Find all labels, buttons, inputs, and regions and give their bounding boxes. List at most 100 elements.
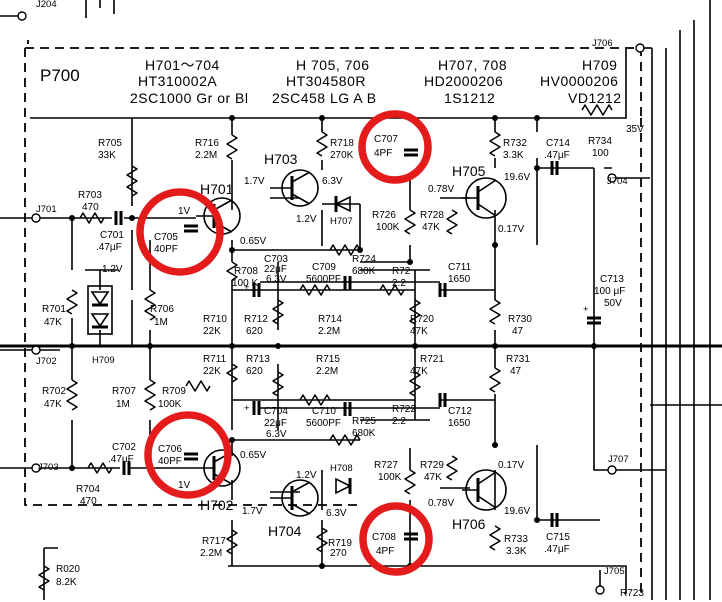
val-R715: 2.2M xyxy=(316,366,338,377)
ref-C702: C702 xyxy=(112,442,136,453)
ref-R726: R726 xyxy=(372,210,396,221)
ref-R720-partial: R720 xyxy=(410,314,434,325)
resistor-R730 xyxy=(489,299,501,325)
label-J704: J704 xyxy=(607,176,628,187)
label-J204: J204 xyxy=(36,0,57,10)
val-R719-partial: 270 xyxy=(330,548,347,559)
val-C707: 4PF xyxy=(374,148,392,159)
val-C713: 100 μF xyxy=(594,286,625,297)
ref-C713: C713 xyxy=(600,274,624,285)
connector-symbols xyxy=(17,11,645,595)
resistor-R720 xyxy=(409,299,421,325)
val-R718: 270K xyxy=(330,150,354,161)
resistor-R733 xyxy=(489,525,501,551)
val-R721-partial: 47K xyxy=(410,366,428,377)
val-R705: 33K xyxy=(98,150,116,161)
val-R724: 680K xyxy=(352,266,376,277)
val-R720-partial: 47K xyxy=(410,326,428,337)
val-R717: 2.2M xyxy=(200,548,222,559)
header-refs-4: H709 xyxy=(582,57,617,73)
header-refs-2: H 705, 706 xyxy=(296,57,370,73)
resistor-R726 xyxy=(404,209,416,235)
label-H703: H703 xyxy=(264,151,298,167)
jack-J704 xyxy=(607,173,617,183)
ref-R717: R717 xyxy=(202,536,226,547)
resistor-R716 xyxy=(226,134,238,160)
capacitor-C714 xyxy=(550,161,559,175)
header-part-3: HD2000206 xyxy=(424,73,503,89)
val-C711: 1650 xyxy=(448,274,471,285)
resistor-R705 xyxy=(126,165,138,197)
label-H706: H706 xyxy=(452,516,486,532)
val-R714: 2.2M xyxy=(318,326,340,337)
ref-R719-partial: R719 xyxy=(328,538,352,549)
jack-J702 xyxy=(31,345,41,355)
v-H703-base: 1.7V xyxy=(244,176,265,187)
ref-R713: R713 xyxy=(246,354,270,365)
highlight-circle-c705 xyxy=(136,188,224,276)
val-R709: 100K xyxy=(158,399,182,410)
ref-R730: R730 xyxy=(508,314,532,325)
label-J702: J702 xyxy=(36,356,57,367)
resistor-R717 xyxy=(226,529,238,555)
ref-R733: R733 xyxy=(504,534,528,545)
val-C708: 4PF xyxy=(376,546,394,557)
header-refs-3: H707, 708 xyxy=(438,57,507,73)
val-C703: 22μF xyxy=(264,264,287,275)
resistor-R722 xyxy=(379,284,405,296)
label-J705: J705 xyxy=(604,566,625,577)
resistor-labels: R705 33K R716 2.2M R718 270K R732 3.3K R… xyxy=(42,136,612,588)
v-H705-base: 0.78V xyxy=(428,184,454,195)
highlight-circle-c706 xyxy=(144,411,232,499)
capacitor-C709 xyxy=(343,276,352,290)
val-R728: 47K xyxy=(422,222,440,233)
ref-C703: C703 xyxy=(264,254,288,265)
ref-R708-partial: R708 xyxy=(234,266,258,277)
resistor-R020 xyxy=(38,565,50,591)
label-J701: J701 xyxy=(36,204,57,215)
ref-R72-partial: R72 xyxy=(392,266,411,277)
val-R716: 2.2M xyxy=(195,150,217,161)
resistor-R718 xyxy=(316,131,328,157)
capacitor-C702 xyxy=(122,461,131,475)
ref-R711: R711 xyxy=(203,354,227,365)
ref-R725: R725 xyxy=(352,416,376,427)
val-C712: 1650 xyxy=(448,418,471,429)
val-R702: 47K xyxy=(44,399,62,410)
capacitor-C715 xyxy=(550,513,559,527)
v-H706-emitter: 0.17V xyxy=(498,460,524,471)
capacitor-C705 xyxy=(184,224,198,233)
val-R727: 100K xyxy=(378,472,402,483)
val-R710: 22K xyxy=(203,326,221,337)
ref-C715: C715 xyxy=(546,532,570,543)
v-H701-base: 1V xyxy=(178,206,191,217)
jack-J707 xyxy=(607,465,617,475)
ref-C706: C706 xyxy=(158,444,182,455)
resistor-R713 xyxy=(272,371,284,397)
ref-R704: R704 xyxy=(76,484,100,495)
capacitor-symbols: + + + xyxy=(114,148,601,541)
label-H702: H702 xyxy=(200,497,234,513)
resistor-R704 xyxy=(87,462,113,474)
ref-R731: R731 xyxy=(506,354,530,365)
jack-J701 xyxy=(31,213,41,223)
resistor-R709 xyxy=(185,380,211,392)
val-R733: 3.3K xyxy=(506,546,527,557)
ref-C710: C710 xyxy=(312,406,336,417)
val-C709: 5600PF xyxy=(306,274,341,285)
val-R711: 22K xyxy=(203,366,221,377)
resistor-R727 xyxy=(404,469,416,495)
resistor-R728 xyxy=(446,209,458,235)
val-R734: 100 xyxy=(592,148,609,159)
diode-H709-symbol xyxy=(87,285,113,335)
junction-dots xyxy=(69,115,597,569)
capacitor-C703 xyxy=(252,283,261,297)
resistor-R719 xyxy=(316,527,328,553)
val-C706: 40PF xyxy=(158,456,182,467)
rating-C713: 50V xyxy=(604,298,622,309)
svg-text:+: + xyxy=(583,304,589,315)
jack-J703 xyxy=(31,463,41,473)
header-type-3: 1S1212 xyxy=(444,90,495,106)
capacitor-C713 xyxy=(587,316,601,325)
